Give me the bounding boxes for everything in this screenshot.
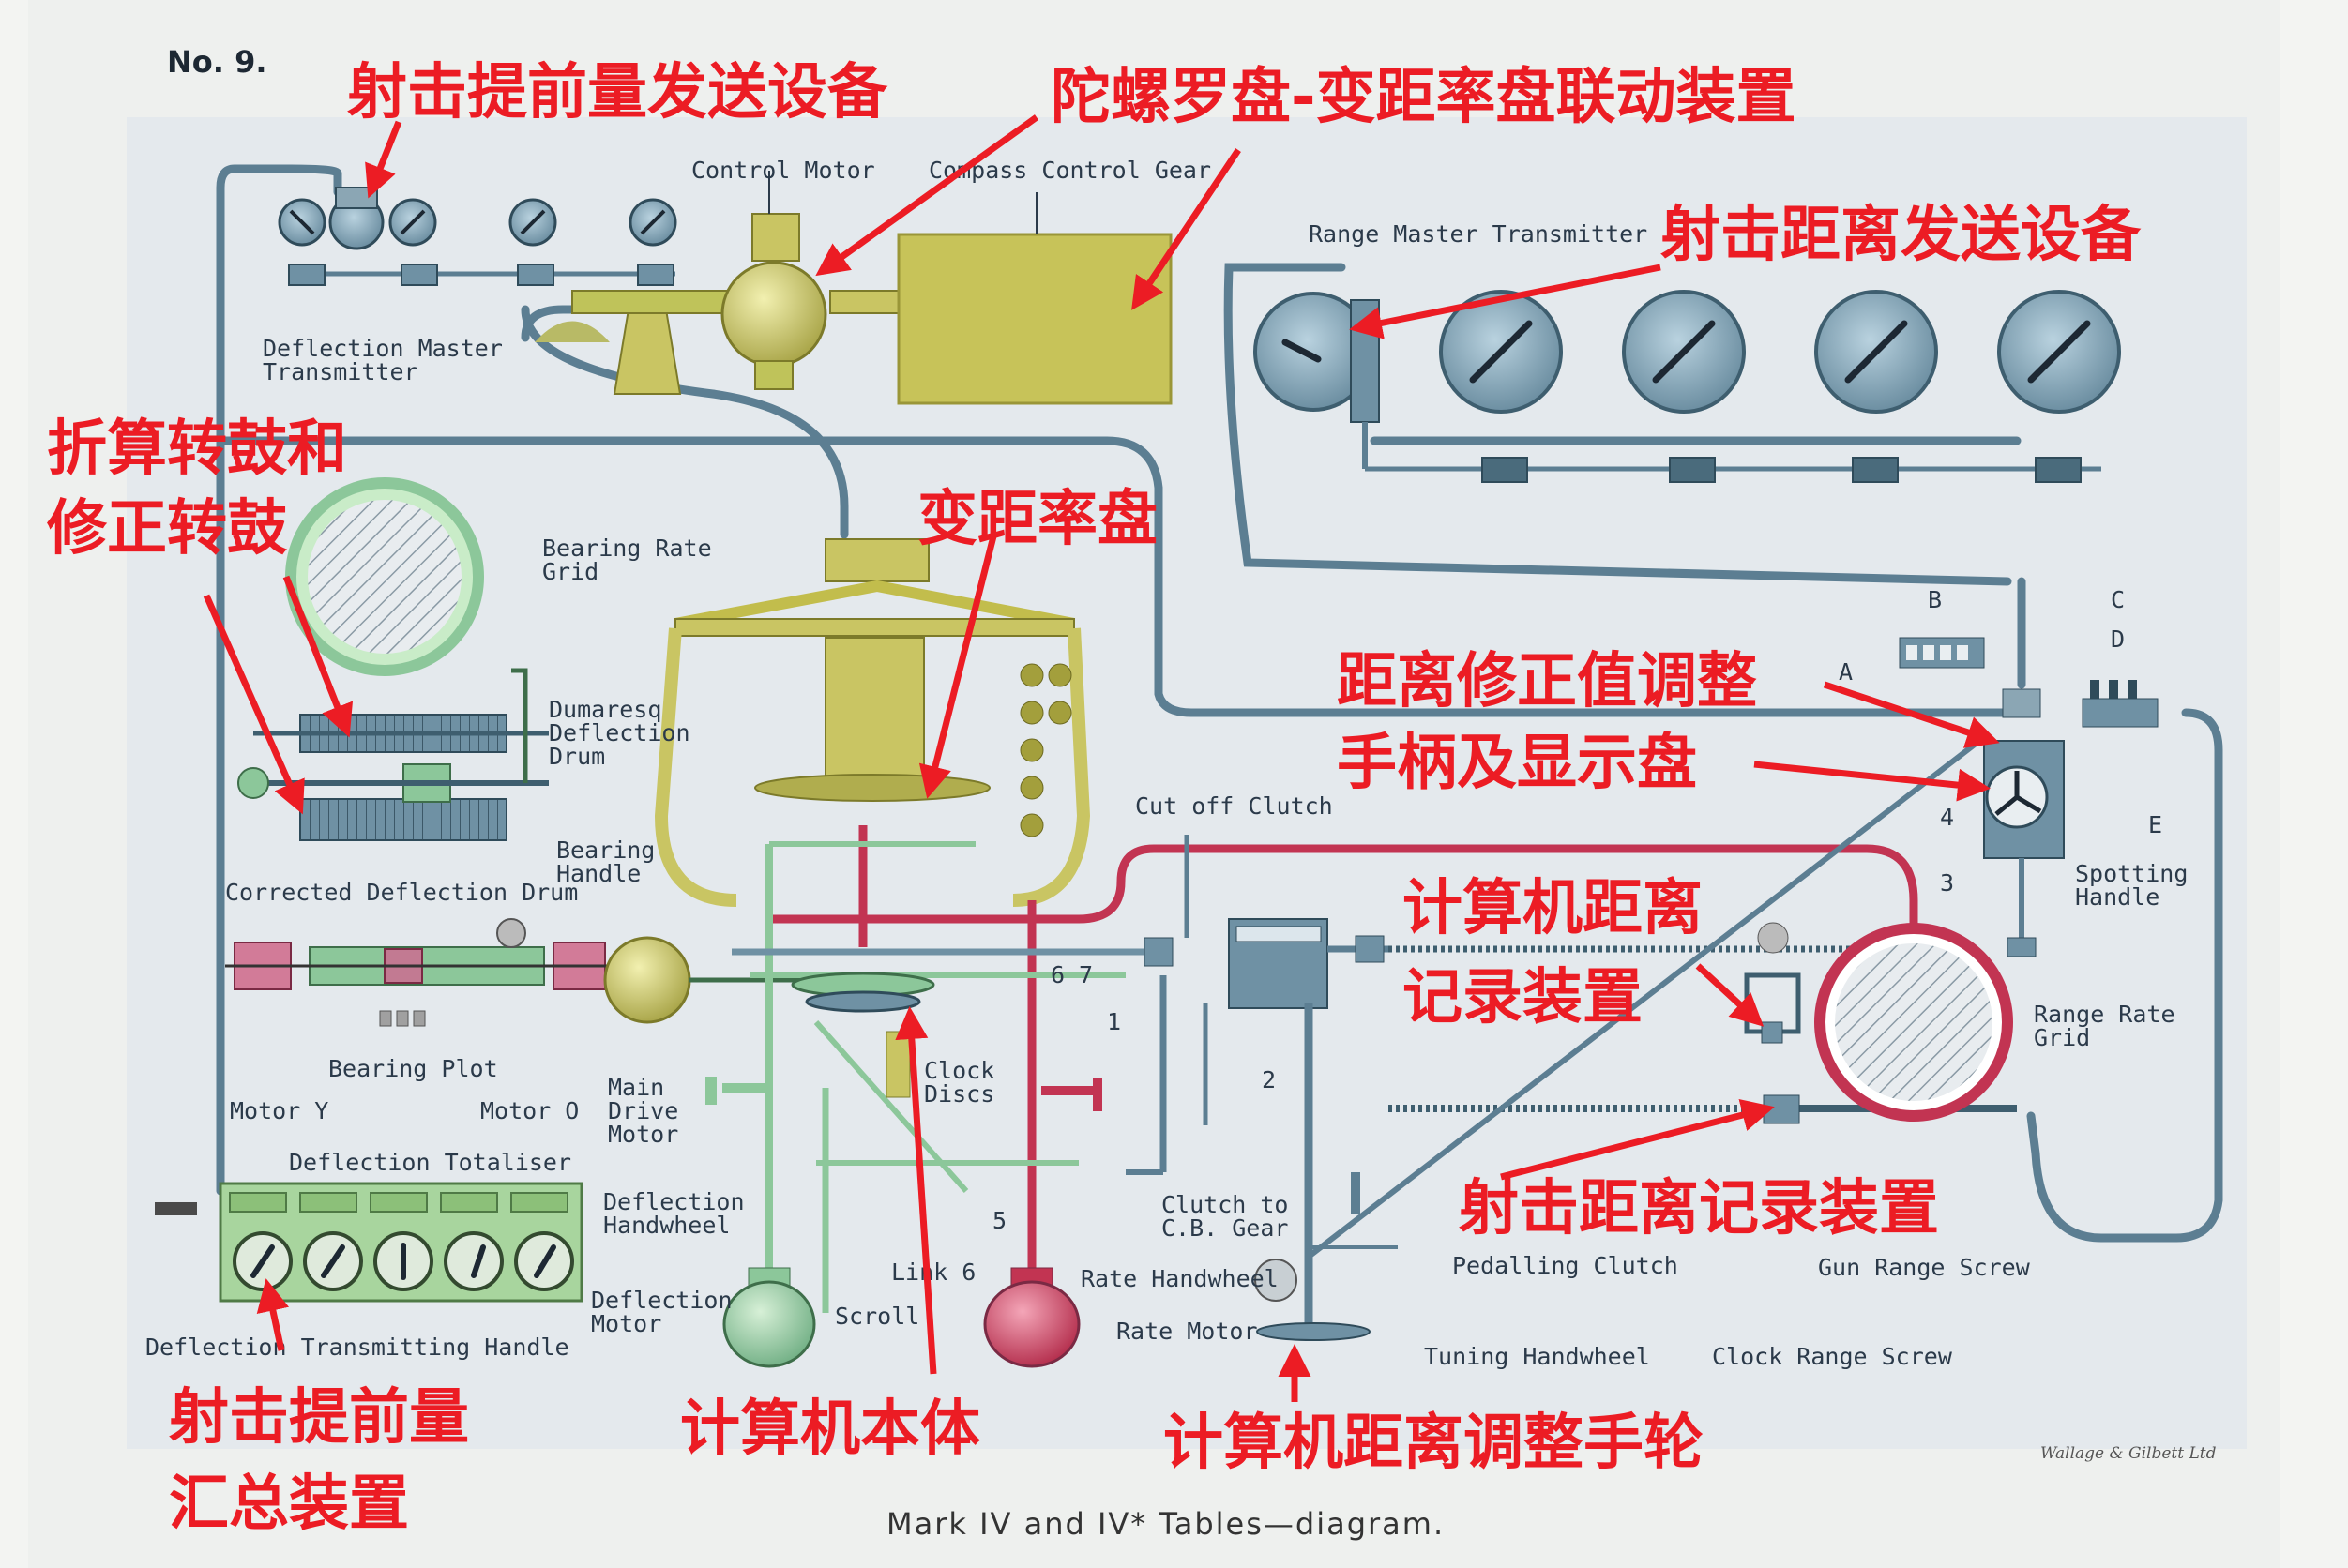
annotation-gun-record: 射击距离记录装置 bbox=[1459, 1174, 1939, 1244]
letter-a: A bbox=[1839, 658, 1853, 686]
label-deflection-master-1: Deflection Master bbox=[263, 335, 503, 362]
label-deflection-motor-1: Deflection bbox=[591, 1287, 733, 1314]
label-dumaresq-1: Dumaresq bbox=[549, 696, 661, 723]
annotation-computer-record-2: 记录装置 bbox=[1402, 963, 1643, 1033]
label-range-master-transmitter: Range Master Transmitter bbox=[1309, 220, 1647, 248]
number-1: 1 bbox=[1107, 1008, 1121, 1035]
cut-off-clutch-assembly bbox=[1144, 835, 1857, 1009]
number-2: 2 bbox=[1262, 1066, 1276, 1093]
annotation-drums-1: 折算转鼓和 bbox=[47, 415, 347, 484]
label-main-drive-2: Drive bbox=[608, 1097, 678, 1124]
label-tuning-handwheel: Tuning Handwheel bbox=[1424, 1343, 1650, 1370]
number-3: 3 bbox=[1940, 869, 1954, 897]
letter-b: B bbox=[1928, 586, 1942, 613]
drum-gear bbox=[237, 767, 269, 799]
annotation-gyro-link: 陀螺罗盘-变距率盘联动装置 bbox=[1051, 63, 1796, 132]
annotation-totaliser-2: 汇总装置 bbox=[169, 1470, 409, 1539]
label-main-drive-1: Main bbox=[608, 1074, 664, 1101]
label-dumaresq-3: Drum bbox=[549, 743, 605, 770]
label-deflection-handwheel-1: Deflection bbox=[603, 1188, 745, 1215]
printer-mark: Wallage & Gilbett Ltd bbox=[2040, 1444, 2217, 1463]
label-spotting-handle-1: Spotting bbox=[2075, 860, 2188, 887]
label-motor-o: Motor O bbox=[480, 1097, 579, 1124]
annotation-computer-record-1: 计算机距离 bbox=[1402, 874, 1703, 943]
control-motor-assembly bbox=[535, 213, 906, 395]
label-link-6: Link 6 bbox=[891, 1259, 976, 1286]
annotation-correction-1: 距离修正值调整 bbox=[1337, 647, 1757, 716]
label-bearing-rate-1: Bearing Rate bbox=[542, 535, 712, 562]
bearing-handle-linkage bbox=[511, 668, 528, 783]
letter-c: C bbox=[2111, 586, 2125, 613]
annotation-rate-disc: 变距率盘 bbox=[917, 485, 1158, 554]
label-rate-handwheel: Rate Handwheel bbox=[1081, 1265, 1279, 1292]
label-bearing-handle-1: Bearing bbox=[556, 837, 655, 864]
label-cut-off-clutch: Cut off Clutch bbox=[1135, 792, 1333, 820]
label-clock-discs-1: Clock bbox=[924, 1057, 994, 1084]
label-clock-range-screw: Clock Range Screw bbox=[1712, 1343, 1953, 1370]
label-rate-motor: Rate Motor bbox=[1116, 1318, 1258, 1345]
label-scroll: Scroll bbox=[835, 1303, 919, 1330]
label-bearing-handle-2: Handle bbox=[556, 860, 641, 887]
label-corrected-deflection-drum: Corrected Deflection Drum bbox=[225, 879, 578, 906]
label-range-rate-1: Range Rate bbox=[2034, 1001, 2175, 1028]
label-clutch-to-cb-2: C.B. Gear bbox=[1161, 1214, 1288, 1242]
annotation-deflection-send: 射击提前量发送设备 bbox=[347, 58, 888, 128]
label-control-motor: Control Motor bbox=[691, 157, 875, 184]
deflection-handwheel bbox=[705, 1077, 769, 1105]
flexible-shafts bbox=[216, 164, 2223, 1243]
label-bearing-plot: Bearing Plot bbox=[328, 1055, 498, 1082]
label-dumaresq-2: Deflection bbox=[549, 719, 690, 746]
range-correction-unit bbox=[1899, 637, 2159, 957]
label-pedalling-clutch: Pedalling Clutch bbox=[1452, 1252, 1678, 1279]
number-4: 4 bbox=[1940, 804, 1954, 831]
label-spotting-handle-2: Handle bbox=[2075, 883, 2159, 911]
range-rate-computer bbox=[654, 538, 1091, 907]
annotations: 射击提前量发送设备 陀螺罗盘-变距率盘联动装置 射击距离发送设备 折算转鼓和 修… bbox=[47, 58, 2142, 1539]
plate-number: No. 9. bbox=[167, 44, 266, 80]
label-deflection-handwheel-2: Handwheel bbox=[603, 1212, 730, 1239]
range-rate-grid bbox=[1814, 923, 2013, 1122]
annotation-computer-body: 计算机本体 bbox=[680, 1395, 980, 1464]
label-deflection-master-2: Transmitter bbox=[263, 358, 418, 385]
pedalling-tuning-column bbox=[1254, 1003, 1398, 1341]
compass-control-gear-box bbox=[897, 233, 1173, 405]
number-7: 7 bbox=[1079, 961, 1093, 988]
annotation-computer-wheel: 计算机距离调整手轮 bbox=[1163, 1409, 1704, 1478]
deflection-motor bbox=[722, 1267, 816, 1368]
label-range-rate-2: Grid bbox=[2034, 1024, 2090, 1051]
bearing-plot bbox=[225, 918, 619, 1027]
rate-handwheel bbox=[1041, 1078, 1102, 1111]
number-5: 5 bbox=[992, 1207, 1007, 1234]
label-bearing-rate-2: Grid bbox=[542, 558, 598, 585]
annotation-drums-2: 修正转鼓 bbox=[47, 494, 288, 564]
plate-caption: Mark IV and IV* Tables—diagram. bbox=[886, 1506, 1445, 1542]
deflection-totaliser bbox=[155, 1182, 583, 1303]
label-main-drive-3: Motor bbox=[608, 1121, 678, 1148]
computer-linkage bbox=[732, 841, 1208, 1313]
letter-d: D bbox=[2111, 626, 2125, 653]
bearing-rate-grid bbox=[285, 477, 484, 676]
rate-motor bbox=[983, 1267, 1081, 1368]
label-gun-range-screw: Gun Range Screw bbox=[1818, 1254, 2031, 1281]
label-deflection-motor-2: Motor bbox=[591, 1310, 661, 1337]
number-6: 6 bbox=[1051, 961, 1065, 988]
label-clock-discs-2: Discs bbox=[924, 1080, 994, 1108]
label-motor-y: Motor Y bbox=[230, 1097, 328, 1124]
range-master-transmitter bbox=[1253, 290, 2121, 483]
letter-e: E bbox=[2148, 811, 2162, 838]
deflection-receiver-boxes bbox=[288, 264, 675, 286]
label-clutch-to-cb-1: Clutch to bbox=[1161, 1191, 1288, 1218]
printed-labels: No. 9. Control Motor Compass Control Gea… bbox=[145, 44, 2217, 1542]
label-deflection-totaliser: Deflection Totaliser bbox=[289, 1149, 571, 1176]
annotation-totaliser-1: 射击提前量 bbox=[169, 1383, 469, 1453]
annotation-correction-2: 手柄及显示盘 bbox=[1337, 729, 1697, 798]
annotation-arrows bbox=[203, 114, 2000, 1402]
annotation-range-send: 射击距离发送设备 bbox=[1660, 201, 2142, 270]
label-deflection-transmitting-handle: Deflection Transmitting Handle bbox=[145, 1334, 569, 1361]
